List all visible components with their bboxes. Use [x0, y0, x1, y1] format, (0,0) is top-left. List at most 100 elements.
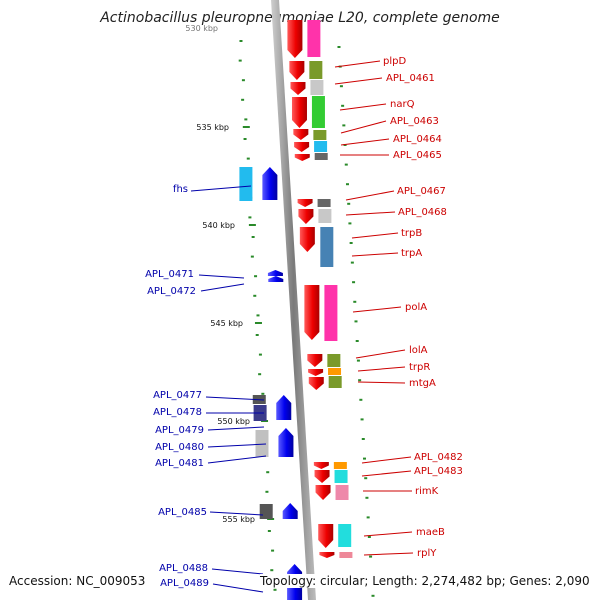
forward-gene-arrow: [289, 61, 305, 80]
kbp-label: 555 kbp: [222, 515, 255, 524]
forward-gene-arrow: [315, 485, 331, 500]
gene-features: [262, 20, 335, 600]
gene-label: mtgA: [409, 378, 436, 389]
forward-gene-arrow: [318, 524, 334, 548]
tick-mark: [349, 242, 353, 244]
tick-mark: [337, 46, 341, 48]
leader-line: [200, 283, 245, 292]
cog-bar: [309, 61, 323, 79]
tick-mark: [238, 59, 242, 62]
tick-mark: [348, 222, 352, 225]
kbp-label: 535 kbp: [196, 123, 229, 132]
leader-line: [361, 456, 412, 464]
label-leaders: [190, 60, 414, 593]
gene-label: APL_0477: [153, 390, 202, 401]
gene-label: polA: [405, 302, 427, 313]
tick-mark: [355, 340, 359, 342]
cog-bar: [320, 227, 334, 267]
leader-line: [209, 511, 264, 516]
leader-line: [345, 190, 395, 201]
tick-mark: [354, 320, 358, 323]
gene-label: APL_0464: [393, 134, 442, 145]
forward-gene-arrow: [297, 199, 313, 207]
gene-label: trpA: [401, 248, 422, 259]
tick-mark: [248, 216, 252, 219]
tick-mark: [352, 281, 356, 284]
gene-label: APL_0489: [160, 578, 209, 589]
tick-mark: [270, 569, 274, 572]
leader-line: [361, 470, 412, 477]
leader-line: [211, 568, 264, 575]
tick-mark: [367, 536, 371, 538]
tick-mark: [244, 118, 248, 121]
cog-bar: [334, 470, 348, 483]
tick-mark: [345, 183, 349, 186]
forward-gene-arrow: [293, 129, 309, 140]
reverse-gene-arrow: [262, 167, 278, 200]
forward-gene-arrow: [304, 285, 320, 340]
tick-mark: [364, 477, 368, 480]
forward-gene-arrow: [319, 552, 335, 558]
leader-line: [340, 120, 387, 134]
tick-mark: [360, 418, 364, 421]
kbp-tick: [248, 224, 256, 226]
leader-line: [340, 138, 390, 146]
tick-mark: [353, 300, 357, 303]
forward-gene-arrow: [290, 82, 306, 95]
gene-label: APL_0467: [397, 186, 446, 197]
cog-bar: [333, 462, 347, 469]
gene-label: APL_0465: [393, 150, 442, 161]
leader-line: [190, 185, 252, 192]
tick-mark: [339, 85, 343, 88]
kbp-tick: [242, 126, 250, 128]
reverse-gene-arrow: [276, 395, 292, 420]
gene-label: APL_0461: [386, 73, 435, 84]
map-title: Actinobacillus pleuropneumoniae L20, com…: [100, 10, 500, 26]
cog-bar: [328, 368, 342, 375]
tick-mark: [359, 398, 363, 401]
forward-gene-arrow: [294, 154, 310, 161]
gene-label: plpD: [383, 56, 406, 67]
kbp-label-partial: 530 kbp: [185, 24, 218, 33]
gene-label: trpR: [409, 362, 430, 373]
tick-mark: [243, 138, 247, 140]
tick-mark: [343, 144, 347, 146]
leader-line: [207, 426, 265, 431]
forward-gene-arrow: [287, 20, 303, 58]
tick-mark: [341, 104, 345, 107]
cog-bar: [307, 20, 321, 57]
leader-line: [351, 252, 399, 257]
reverse-gene-arrow: [267, 270, 283, 276]
tick-mark: [241, 79, 245, 82]
cog-bar: [328, 376, 342, 388]
tick-mark: [239, 40, 243, 42]
cog-bar: [239, 167, 253, 201]
gene-label: rimK: [415, 486, 439, 497]
cog-bar: [335, 485, 349, 500]
gene-label: APL_0479: [155, 425, 204, 436]
cog-bar: [339, 552, 353, 558]
tick-mark: [271, 549, 275, 552]
leader-line: [357, 381, 406, 384]
gene-label: APL_0482: [414, 452, 463, 463]
leader-line: [363, 531, 413, 537]
cog-bar: [338, 524, 352, 547]
forward-gene-arrow: [299, 227, 315, 252]
tick-mark: [253, 294, 257, 297]
tick-mark: [369, 555, 373, 558]
leader-line: [207, 443, 267, 448]
forward-gene-arrow: [307, 354, 323, 367]
gene-label: rplY: [417, 548, 437, 559]
forward-gene-arrow: [298, 209, 314, 224]
gene-label: APL_0468: [398, 207, 447, 218]
tick-mark: [255, 334, 259, 336]
leader-line: [207, 455, 267, 464]
gene-label: APL_0472: [147, 286, 196, 297]
forward-gene-arrow: [314, 470, 330, 483]
kbp-label: 540 kbp: [202, 221, 235, 230]
reverse-gene-arrow: [278, 428, 294, 457]
tick-mark: [266, 471, 270, 474]
leader-line: [363, 552, 414, 556]
gene-label: narQ: [390, 99, 415, 110]
